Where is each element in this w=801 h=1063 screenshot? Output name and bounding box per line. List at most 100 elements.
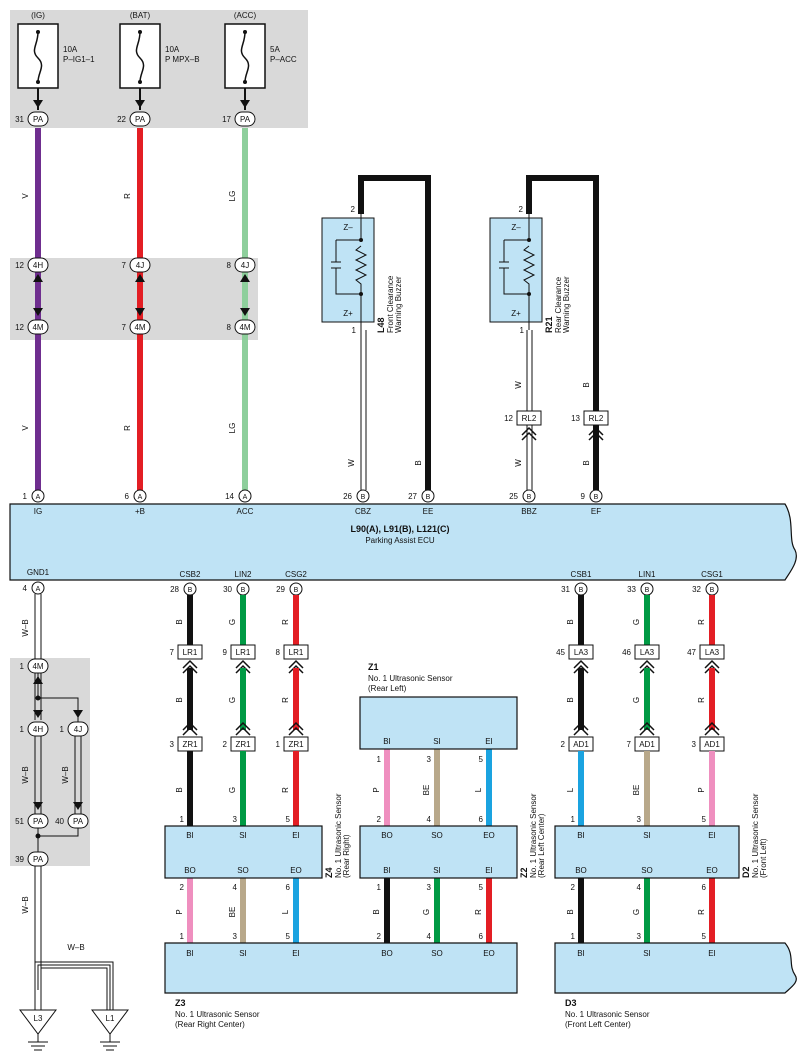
svg-text:SI: SI bbox=[239, 831, 247, 840]
pin-number: 31 bbox=[561, 585, 570, 594]
svg-text:2: 2 bbox=[351, 205, 356, 214]
sensor-wire bbox=[644, 878, 650, 943]
wire-color-label: R bbox=[281, 697, 290, 703]
fuse-source-label: (ACC) bbox=[234, 11, 257, 20]
svg-text:(Rear Left Center): (Rear Left Center) bbox=[537, 813, 546, 878]
connector-chevron bbox=[573, 659, 589, 674]
svg-text:4M: 4M bbox=[32, 662, 43, 671]
svg-text:IG: IG bbox=[34, 507, 42, 516]
wire-color-label: R bbox=[697, 619, 706, 625]
svg-text:40: 40 bbox=[55, 817, 64, 826]
svg-text:(Rear Right Center): (Rear Right Center) bbox=[175, 1020, 245, 1029]
connector bbox=[634, 644, 660, 660]
connector-label: AD1 bbox=[639, 740, 655, 749]
ground-icon bbox=[28, 1034, 48, 1051]
pin-number: 2 bbox=[180, 883, 185, 892]
svg-text:PA: PA bbox=[73, 817, 84, 826]
wire-color-label: G bbox=[632, 619, 641, 625]
pin-number: 7 bbox=[170, 648, 175, 657]
pin-number: 5 bbox=[479, 883, 484, 892]
svg-text:SI: SI bbox=[643, 949, 651, 958]
ecu-pin-label: LIN2 bbox=[235, 570, 252, 579]
sensor-wire bbox=[187, 668, 193, 730]
svg-text:Z2: Z2 bbox=[519, 867, 529, 878]
fuse-name: P–IG1–1 bbox=[63, 55, 95, 64]
connector-label: AD1 bbox=[573, 740, 589, 749]
wire-color-label: B bbox=[566, 697, 575, 702]
pin-number: 4 bbox=[233, 883, 238, 892]
ecu-pin-conn: B bbox=[710, 587, 715, 594]
svg-text:BI: BI bbox=[186, 831, 194, 840]
svg-text:2: 2 bbox=[519, 205, 524, 214]
svg-text:4M: 4M bbox=[134, 323, 145, 332]
sensor-d2: BI SI EI BO SO EO D2 No. 1 Ultrasonic Se… bbox=[554, 793, 768, 879]
svg-text:1: 1 bbox=[20, 725, 25, 734]
svg-text:A: A bbox=[243, 494, 248, 501]
ground-junction-panel bbox=[10, 658, 90, 866]
sensor-z3: BI SI EI BO SO EO Z3 No. 1 Ultrasonic Se… bbox=[164, 942, 518, 1029]
pin-number: 1 bbox=[180, 815, 185, 824]
fuse-source-label: (BAT) bbox=[130, 11, 151, 20]
svg-text:A: A bbox=[138, 494, 143, 501]
gnd-label: GND1 bbox=[27, 568, 50, 577]
svg-text:7: 7 bbox=[122, 323, 127, 332]
connector bbox=[177, 644, 203, 660]
svg-text:27: 27 bbox=[408, 492, 417, 501]
sensor-wire bbox=[187, 878, 193, 943]
wire-color-label: P bbox=[372, 787, 381, 792]
connector-label: LA3 bbox=[705, 648, 720, 657]
svg-text:(Rear Right): (Rear Right) bbox=[342, 834, 351, 878]
svg-text:BO: BO bbox=[381, 949, 393, 958]
wire-color-label: L bbox=[566, 787, 575, 792]
svg-text:EO: EO bbox=[483, 831, 495, 840]
svg-text:(Front Left): (Front Left) bbox=[759, 838, 768, 878]
svg-text:4H: 4H bbox=[33, 725, 43, 734]
svg-text:(Front Left Center): (Front Left Center) bbox=[565, 1020, 631, 1029]
svg-text:W–B: W–B bbox=[61, 766, 70, 783]
svg-text:BO: BO bbox=[575, 866, 587, 875]
sensor-wire bbox=[709, 595, 715, 645]
svg-text:EO: EO bbox=[483, 949, 495, 958]
connector-label: LA3 bbox=[640, 648, 655, 657]
svg-text:EO: EO bbox=[706, 866, 718, 875]
pin-number: 3 bbox=[427, 755, 432, 764]
wire-color-label: P bbox=[175, 909, 184, 914]
fuse-name: P–ACC bbox=[270, 55, 297, 64]
connector-label: LA3 bbox=[574, 648, 589, 657]
svg-text:BI: BI bbox=[577, 949, 585, 958]
sensor-wire bbox=[578, 668, 584, 730]
svg-text:51: 51 bbox=[15, 817, 24, 826]
svg-text:BO: BO bbox=[381, 831, 393, 840]
wire-color-label: G bbox=[632, 697, 641, 703]
svg-text:SO: SO bbox=[431, 949, 443, 958]
pin-number: 3 bbox=[637, 932, 642, 941]
fuse-amp: 10A bbox=[165, 45, 180, 54]
buzzer-r21: Z– Z+ 2 1 R21 Rear Clearance Warning Buz… bbox=[489, 205, 571, 335]
svg-text:8: 8 bbox=[227, 261, 232, 270]
wire-color-label: R bbox=[281, 619, 290, 625]
connector-chevron bbox=[235, 659, 251, 674]
ecu-pin-label: CSG1 bbox=[701, 570, 723, 579]
svg-text:SI: SI bbox=[433, 866, 441, 875]
wire-color-label: LG bbox=[228, 423, 237, 434]
svg-text:Z–: Z– bbox=[343, 223, 353, 232]
svg-text:PA: PA bbox=[240, 115, 251, 124]
svg-text:BI: BI bbox=[383, 737, 391, 746]
svg-text:4M: 4M bbox=[239, 323, 250, 332]
svg-text:W–B: W–B bbox=[21, 619, 30, 636]
pin-number: 32 bbox=[692, 585, 701, 594]
connector bbox=[568, 644, 594, 660]
svg-text:EI: EI bbox=[485, 866, 493, 875]
svg-text:W: W bbox=[514, 381, 523, 389]
wire-color-label: R bbox=[123, 425, 132, 431]
pin-number: 1 bbox=[377, 883, 382, 892]
sensor-wire bbox=[293, 668, 299, 730]
svg-text:B: B bbox=[361, 494, 366, 501]
svg-text:B: B bbox=[594, 494, 599, 501]
sensor-wire bbox=[293, 878, 299, 943]
pin-number: 45 bbox=[556, 648, 565, 657]
svg-text:EI: EI bbox=[708, 949, 716, 958]
